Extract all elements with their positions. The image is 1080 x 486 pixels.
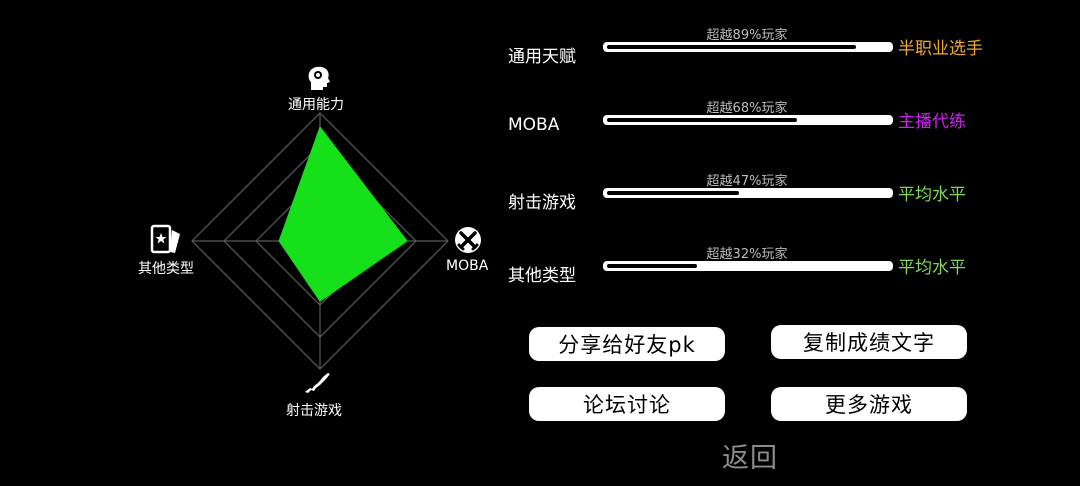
stat-percent-text: 超越32%玩家 [706,247,788,262]
stat-row-other: 其他类型 超越32%玩家 平均水平 [508,243,1068,293]
stat-name: MOBA [508,115,560,135]
stat-progress-fill [607,264,697,268]
stat-progress-fill [607,118,797,122]
stat-name: 通用天赋 [508,47,576,67]
stat-rank: 平均水平 [898,185,966,205]
radar-chart: 通用能力 MOBA 射击游戏 其他类型 [120,50,520,430]
stat-progress-bar [603,115,893,125]
stat-progress-fill [607,45,856,49]
stat-rank: 主播代练 [898,112,966,132]
more-games-button[interactable]: 更多游戏 [771,387,967,421]
stat-row-general: 通用天赋 超越89%玩家 半职业选手 [508,24,1068,74]
forum-button[interactable]: 论坛讨论 [529,387,725,421]
axis-label-right: MOBA [446,258,489,274]
axis-label-left: 其他类型 [138,261,194,277]
stat-percent-text: 超越68%玩家 [706,101,788,116]
axis-label-bottom: 射击游戏 [286,403,342,419]
stat-rank: 半职业选手 [898,39,983,59]
stat-progress-fill [607,191,739,195]
axis-label-top: 通用能力 [288,97,344,113]
share-button[interactable]: 分享给好友pk [529,327,725,361]
back-button[interactable]: 返回 [722,443,778,474]
copy-results-button[interactable]: 复制成绩文字 [771,325,967,359]
stat-row-moba: MOBA 超越68%玩家 主播代练 [508,97,1068,147]
stat-name: 射击游戏 [508,193,576,213]
radar-svg [191,112,449,370]
radar-data-polygon [278,126,408,302]
stat-percent-text: 超越89%玩家 [706,28,788,43]
stat-name: 其他类型 [508,266,576,286]
stat-rank: 平均水平 [898,258,966,278]
stat-progress-bar [603,188,893,198]
stat-percent-text: 超越47%玩家 [706,174,788,189]
stat-progress-bar [603,42,893,52]
stat-progress-bar [603,261,893,271]
stat-row-shooter: 射击游戏 超越47%玩家 平均水平 [508,170,1068,220]
